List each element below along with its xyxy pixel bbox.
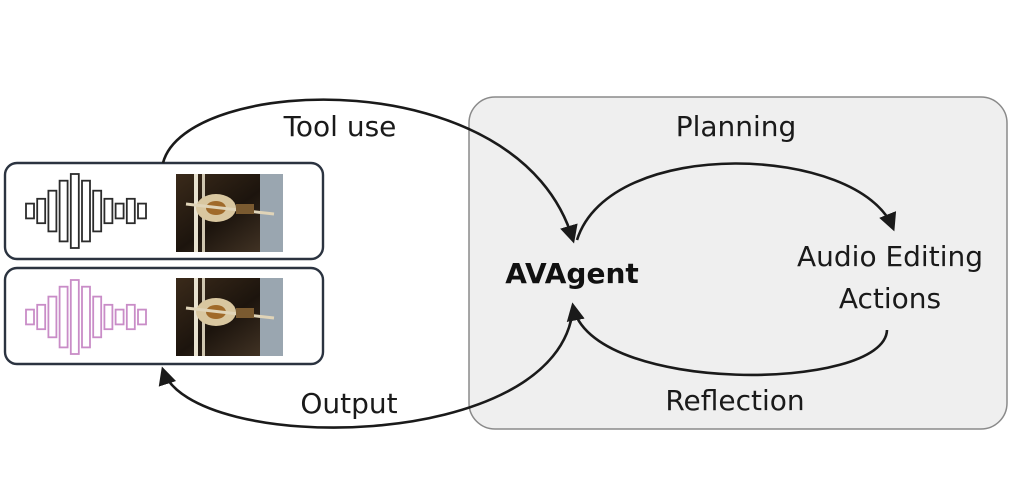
waveform-bar (81, 285, 91, 349)
planning-arrow (575, 162, 897, 241)
reflection-arrow (566, 302, 889, 377)
waveform-bar (58, 285, 69, 349)
tool-use-arrow (161, 98, 578, 244)
waveform-bar (25, 202, 35, 220)
waveform-bar (114, 202, 125, 220)
input-card (3, 161, 325, 261)
agent-panel (468, 96, 1008, 430)
waveform-bar (125, 197, 136, 225)
waveform-bar (36, 303, 47, 331)
actions-label-line1: Audio Editing (797, 240, 983, 273)
waveform-bar (114, 308, 125, 326)
waveform-bar (92, 295, 103, 339)
waveform-bar (137, 308, 147, 326)
waveform-bar (103, 303, 114, 331)
input-video-frame (176, 174, 283, 252)
waveform-bar (103, 197, 114, 225)
waveform-bar (69, 173, 80, 249)
waveform-bar (125, 303, 136, 331)
agent-label: AVAgent (505, 257, 639, 290)
waveform-bar (137, 202, 147, 220)
input-waveform-icon (25, 173, 147, 249)
actions-label-line2: Actions (839, 282, 941, 315)
waveform-bar (47, 189, 58, 233)
output-video-frame (176, 278, 283, 356)
output-waveform-icon (25, 279, 147, 355)
waveform-bar (81, 179, 91, 243)
output-card (3, 266, 325, 366)
planning-label: Planning (676, 110, 797, 143)
waveform-bar (25, 308, 35, 326)
waveform-bar (92, 189, 103, 233)
reflection-label: Reflection (665, 384, 804, 417)
waveform-bar (69, 279, 80, 355)
tool-use-label: Tool use (283, 110, 397, 143)
waveform-bar (47, 295, 58, 339)
output-arrow (158, 307, 575, 429)
waveform-bar (58, 179, 69, 243)
output-label: Output (300, 387, 397, 420)
waveform-bar (36, 197, 47, 225)
